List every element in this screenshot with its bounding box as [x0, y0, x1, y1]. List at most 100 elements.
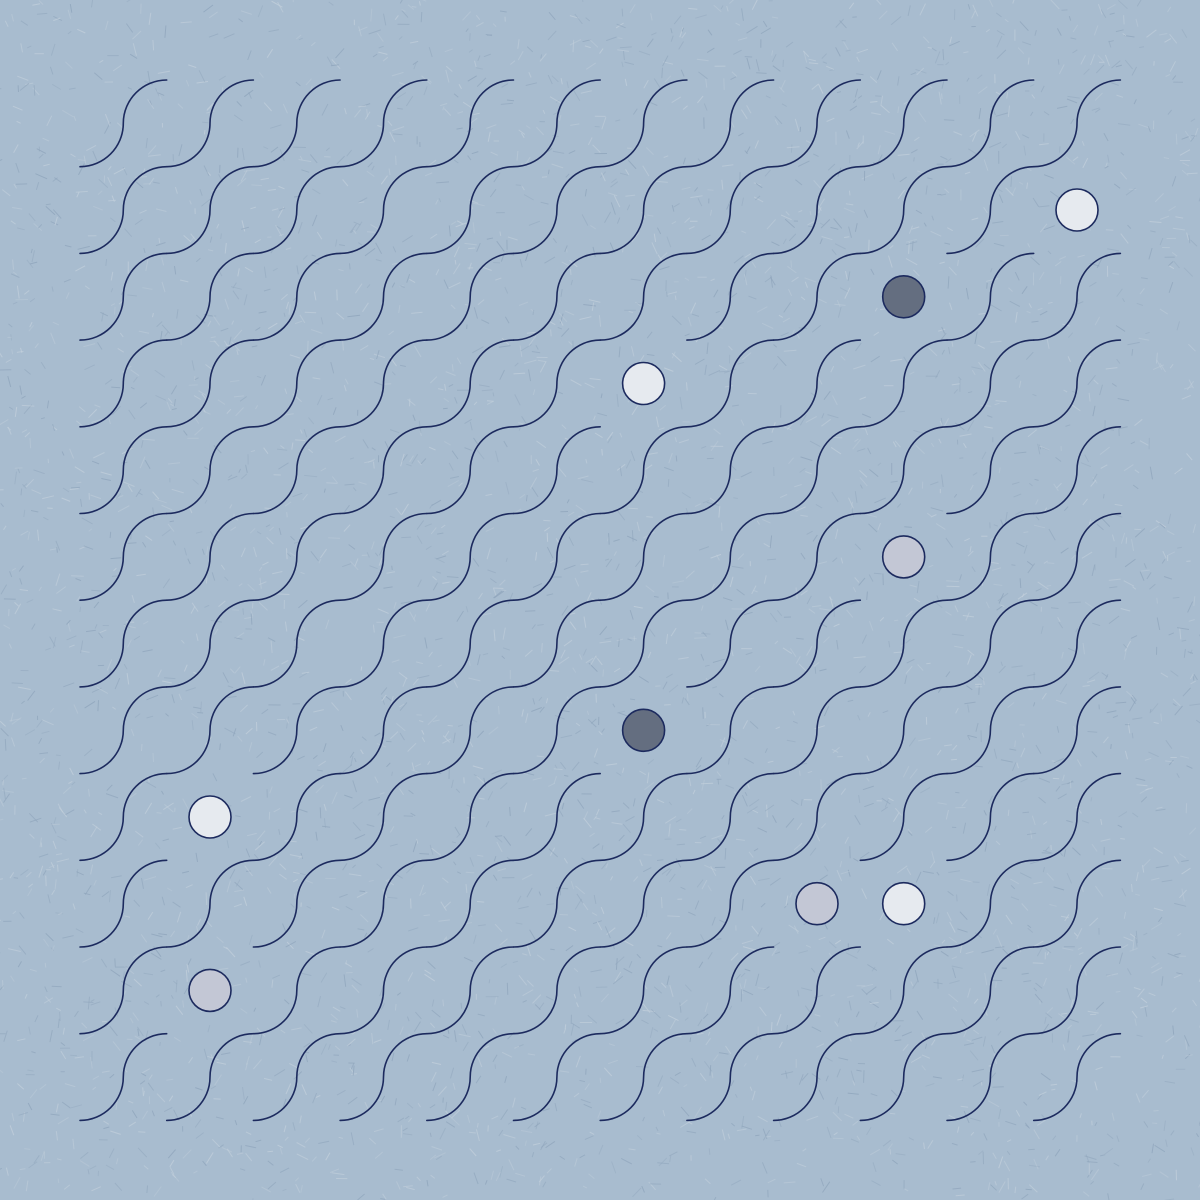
speckle: [917, 170, 924, 174]
speckle: [865, 986, 877, 995]
speckle: [495, 1171, 501, 1182]
speckle: [1055, 699, 1067, 704]
speckle: [73, 704, 79, 714]
speckle: [965, 287, 969, 300]
speckle: [285, 940, 297, 948]
speckle: [760, 27, 772, 35]
speckle: [11, 717, 22, 725]
speckle: [432, 1082, 437, 1092]
speckle: [991, 567, 1002, 571]
speckle: [555, 887, 569, 890]
speckle: [292, 393, 302, 403]
speckle: [81, 1022, 88, 1029]
speckle: [325, 1152, 331, 1161]
speckle: [285, 413, 294, 416]
speckle: [940, 193, 947, 196]
speckle: [1046, 872, 1054, 881]
speckle: [564, 1024, 567, 1030]
speckle: [344, 962, 353, 968]
speckle: [684, 217, 691, 223]
speckle: [570, 880, 575, 890]
speckle: [276, 593, 290, 595]
speckle: [1015, 1109, 1021, 1117]
speckle: [69, 448, 75, 459]
speckle: [238, 468, 241, 473]
speckle: [539, 706, 545, 713]
speckle: [844, 1113, 854, 1119]
speckle: [202, 410, 211, 415]
speckle: [336, 1089, 346, 1096]
speckle: [1095, 64, 1105, 74]
speckle: [530, 308, 535, 313]
wave-curve: [1032, 512, 1122, 601]
speckle: [1015, 130, 1021, 141]
speckle: [293, 195, 301, 198]
speckle: [470, 812, 473, 818]
speckle: [31, 489, 42, 495]
speckle: [1011, 665, 1023, 668]
speckle: [653, 1028, 659, 1032]
speckle: [246, 1055, 250, 1065]
speckle: [1090, 1180, 1095, 1185]
speckle: [1033, 524, 1046, 529]
speckle: [1076, 759, 1082, 767]
wave-curve: [165, 426, 255, 515]
speckle: [378, 51, 388, 55]
speckle: [495, 835, 503, 837]
speckle: [1106, 1133, 1114, 1140]
speckle: [722, 597, 733, 602]
speckle: [1108, 40, 1114, 43]
speckle: [128, 1100, 134, 1104]
speckle: [1046, 1007, 1054, 1014]
speckle: [515, 1145, 520, 1150]
speckle: [1155, 520, 1167, 528]
speckle: [597, 1110, 602, 1119]
speckle: [260, 177, 269, 181]
speckle: [995, 400, 1007, 403]
speckle: [933, 917, 936, 924]
speckle: [377, 608, 389, 614]
speckle: [767, 760, 774, 763]
speckle: [7, 948, 21, 952]
speckle: [930, 230, 942, 237]
speckle: [1040, 1072, 1051, 1081]
speckle: [526, 943, 531, 957]
speckle: [919, 3, 926, 16]
speckle: [415, 661, 424, 665]
speckle: [475, 1129, 480, 1142]
speckle: [729, 576, 734, 588]
speckle: [75, 578, 82, 582]
speckle: [1192, 523, 1196, 534]
speckle: [559, 114, 562, 122]
speckle: [49, 707, 55, 713]
speckle: [4, 20, 9, 27]
speckle: [36, 148, 47, 154]
speckle: [433, 1152, 446, 1159]
speckle: [247, 50, 252, 61]
speckle: [563, 639, 573, 647]
speckle: [1001, 143, 1008, 149]
speckle: [636, 1134, 643, 1141]
speckle: [132, 1012, 139, 1021]
speckle: [69, 767, 74, 776]
speckle: [986, 883, 991, 896]
wave-curve: [426, 165, 515, 255]
wave-curve: [252, 339, 341, 428]
speckle: [997, 592, 1009, 602]
speckle: [476, 77, 487, 87]
wave-curve: [859, 79, 948, 168]
speckle: [1163, 1120, 1166, 1132]
speckle: [1159, 308, 1168, 315]
speckle: [1149, 525, 1159, 533]
speckle: [41, 730, 50, 734]
speckle: [96, 686, 109, 694]
speckle: [584, 382, 595, 389]
speckle: [593, 748, 599, 758]
speckle: [3, 793, 11, 803]
speckle: [816, 1043, 825, 1048]
speckle: [1021, 903, 1029, 911]
speckle: [481, 319, 490, 324]
speckle: [364, 932, 368, 938]
speckle: [840, 870, 850, 875]
speckle: [198, 70, 206, 83]
